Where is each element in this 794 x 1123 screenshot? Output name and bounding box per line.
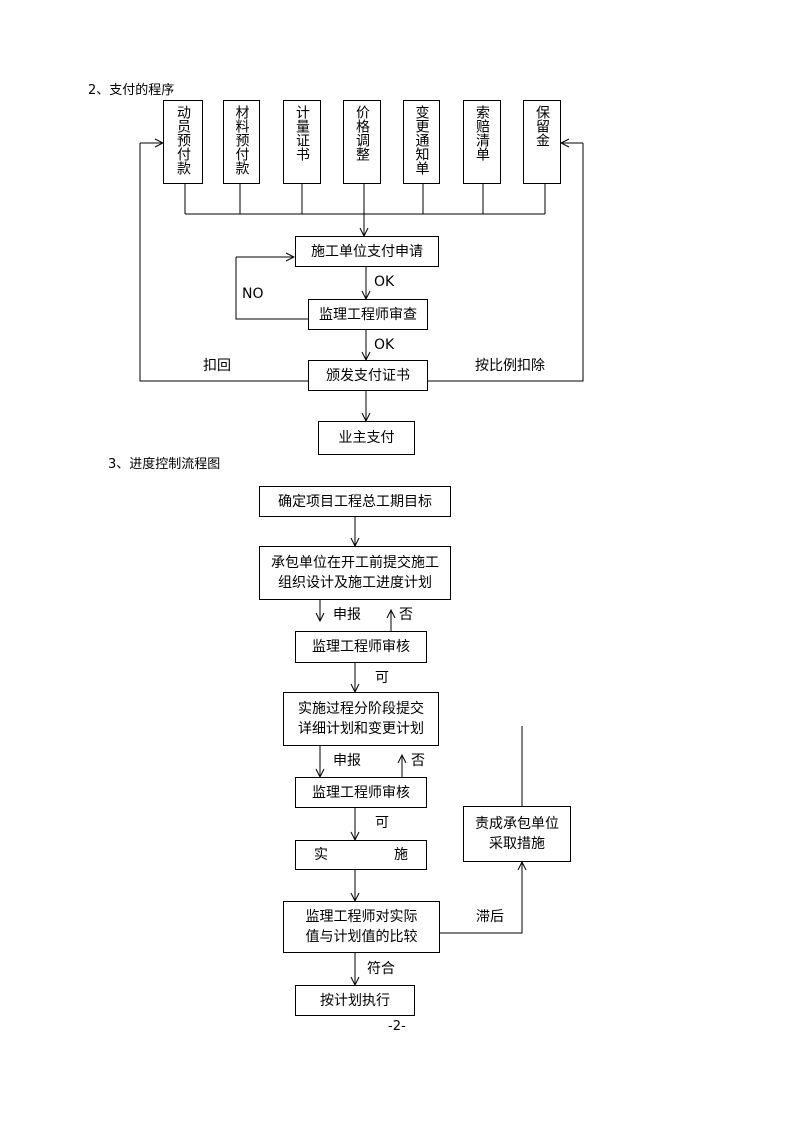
match-label: 符合 xyxy=(367,961,395,977)
deduct-back-label: 扣回 xyxy=(203,358,231,374)
ok-label-1: OK xyxy=(374,274,395,290)
issue-certificate-box: 颁发支付证书 xyxy=(308,360,428,391)
item-change-notice: 变更通知单 xyxy=(403,100,440,184)
schedule-goal-box: 确定项目工程总工期目标 xyxy=(259,486,451,517)
engineer-review-box: 监理工程师审查 xyxy=(308,299,428,330)
reject-label-2: 否 xyxy=(411,753,425,769)
engineer-audit-box-2: 监理工程师审核 xyxy=(295,777,427,808)
report-label-1: 申报 xyxy=(333,607,361,623)
contractor-submit-box: 承包单位在开工前提交施工 组织设计及施工进度计划 xyxy=(259,546,451,600)
corrective-measures-box: 责成承包单位 采取措施 xyxy=(463,806,571,862)
implementation-box: 实 施 xyxy=(295,840,427,870)
item-retention-money: 保留金 xyxy=(523,100,561,184)
engineer-audit-box-1: 监理工程师审核 xyxy=(295,631,427,663)
approve-label-2: 可 xyxy=(375,815,389,831)
no-label: NO xyxy=(242,286,264,302)
stage-plan-box: 实施过程分阶段提交 详细计划和变更计划 xyxy=(283,692,439,746)
ok-label-2: OK xyxy=(374,337,395,353)
item-claims-list: 索赔清单 xyxy=(463,100,501,184)
item-price-adjustment: 价格调整 xyxy=(343,100,381,184)
item-mobilization-advance: 动员预付款 xyxy=(163,100,203,184)
item-measurement-certificate: 计量证书 xyxy=(283,100,321,184)
lag-label: 滞后 xyxy=(476,909,504,925)
compare-box: 监理工程师对实际 值与计划值的比较 xyxy=(283,901,440,953)
payment-application-box: 施工单位支付申请 xyxy=(295,236,439,267)
deduct-ratio-label: 按比例扣除 xyxy=(475,358,545,374)
report-label-2: 申报 xyxy=(333,753,361,769)
execute-plan-box: 按计划执行 xyxy=(295,985,415,1016)
reject-label-1: 否 xyxy=(399,607,413,623)
owner-payment-box: 业主支付 xyxy=(318,421,415,455)
item-material-advance: 材料预付款 xyxy=(223,100,260,184)
page-number: -2- xyxy=(388,1019,406,1034)
approve-label-1: 可 xyxy=(375,670,389,686)
section2-title: 2、支付的程序 xyxy=(88,83,175,98)
section3-title: 3、进度控制流程图 xyxy=(108,457,221,472)
